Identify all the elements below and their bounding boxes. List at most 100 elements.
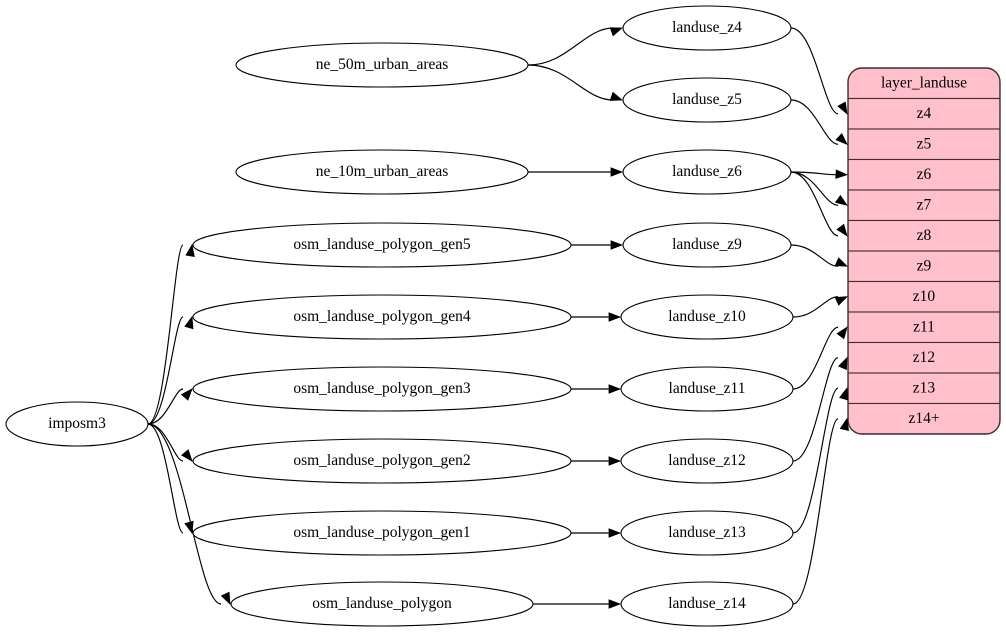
edge-imposm3-to-gen5 [147, 244, 184, 425]
edge-lz11-to-z11 [792, 326, 839, 390]
table-row-label-z9: z9 [917, 257, 932, 274]
node-label-gen5: osm_landuse_polygon_gen5 [293, 236, 471, 253]
edge-lz6-to-z6-arrowhead [835, 169, 849, 179]
node-shape-imposm3 [5, 401, 149, 447]
node-shape-gen3 [192, 366, 572, 412]
node-label-gen2: osm_landuse_polygon_gen2 [293, 452, 470, 469]
table-row-label-z6: z6 [917, 166, 932, 183]
node-label-ne10: ne_10m_urban_areas [316, 163, 449, 180]
edge-ne50-to-lz5-arrowhead [609, 91, 624, 101]
edge-lz12-to-z12 [792, 357, 839, 462]
node-shape-lz5 [622, 77, 792, 123]
node-shape-gen2 [192, 438, 572, 484]
edge-lz4-to-z4-arrowhead [837, 101, 848, 115]
edge-lz14-to-z14+-arrowhead [839, 417, 849, 431]
table-row-label-z7: z7 [917, 196, 932, 213]
node-label-imposm3: imposm3 [48, 415, 106, 432]
node-shape-lz10 [620, 294, 794, 340]
node-shape-lz6 [622, 149, 792, 195]
node-lz12[interactable]: landuse_z12 [620, 438, 794, 484]
edge-imposm3-to-gen2 [147, 423, 184, 462]
edge-imposm3-to-gen4 [147, 316, 184, 425]
node-imposm3[interactable]: imposm3 [5, 401, 149, 447]
edge-lz5-to-z5 [790, 99, 839, 145]
table-row-label-z11: z11 [913, 318, 935, 335]
edge-lz5-to-z5-arrowhead [835, 133, 848, 146]
node-shape-gen1 [192, 510, 572, 556]
edge-gen3-to-lz11-arrowhead [608, 384, 622, 394]
edge-gen5-to-lz9-arrowhead [610, 240, 624, 250]
table-row-z12[interactable] [848, 341, 1000, 374]
edge-ne50-to-lz5 [527, 64, 614, 101]
edge-gen1-to-lz13-arrowhead [608, 528, 622, 538]
edge-imposm3-to-gen2-arrowhead [181, 449, 193, 462]
edge-lz12-to-z12-arrowhead [838, 356, 848, 371]
edge-lz14-to-z14+ [792, 418, 839, 605]
node-lz11[interactable]: landuse_z11 [620, 366, 794, 412]
edges-layer [147, 27, 849, 609]
node-lz6[interactable]: landuse_z6 [622, 149, 792, 195]
node-label-ne50: ne_50m_urban_areas [316, 56, 449, 73]
table-row-z9[interactable] [848, 250, 1000, 283]
node-shape-ne10 [235, 149, 529, 195]
table-row-label-z4: z4 [917, 105, 932, 122]
node-label-lz11: landuse_z11 [669, 380, 746, 397]
edge-lz6-to-z7 [790, 171, 839, 206]
node-shape-ne50 [235, 42, 529, 88]
edge-imposm3-to-poly-arrowhead [220, 591, 231, 606]
node-poly[interactable]: osm_landuse_polygon [230, 581, 534, 627]
table-row-z4[interactable] [848, 97, 1000, 130]
node-shape-gen5 [192, 222, 572, 268]
edge-imposm3-to-poly [147, 423, 222, 605]
node-label-lz5: landuse_z5 [672, 91, 742, 108]
table-row-label-z14+: z14+ [908, 410, 939, 427]
node-label-poly: osm_landuse_polygon [312, 595, 452, 612]
node-ne50[interactable]: ne_50m_urban_areas [235, 42, 529, 88]
node-shape-gen4 [192, 294, 572, 340]
node-label-lz14: landuse_z14 [668, 595, 746, 612]
table-row-label-z8: z8 [917, 227, 932, 244]
edge-lz6-to-z8 [790, 171, 839, 237]
edge-imposm3-to-gen5-arrowhead [185, 243, 195, 258]
node-gen5[interactable]: osm_landuse_polygon_gen5 [192, 222, 572, 268]
table-outline [847, 67, 1001, 435]
edge-lz9-to-z9 [790, 244, 839, 267]
nodes-layer: imposm3 ne_50m_urban_areas ne_10m_urban_ar… [5, 5, 794, 627]
table-row-label-z12: z12 [913, 349, 935, 366]
node-lz4[interactable]: landuse_z4 [622, 5, 792, 51]
table-row-z5[interactable] [848, 128, 1000, 161]
node-label-gen3: osm_landuse_polygon_gen3 [293, 380, 471, 397]
node-label-lz10: landuse_z10 [668, 308, 746, 325]
edge-imposm3-to-gen4-arrowhead [184, 315, 194, 330]
edge-ne50-to-lz4-arrowhead [609, 27, 624, 37]
table-row-z13[interactable] [848, 372, 1000, 405]
node-label-gen4: osm_landuse_polygon_gen4 [293, 308, 471, 325]
node-label-lz4: landuse_z4 [672, 19, 742, 36]
node-shape-lz14 [620, 581, 794, 627]
node-lz5[interactable]: landuse_z5 [622, 77, 792, 123]
table-row-z7[interactable] [848, 189, 1000, 222]
node-lz13[interactable]: landuse_z13 [620, 510, 794, 556]
table-row-label-z10: z10 [913, 288, 936, 305]
node-ne10[interactable]: ne_10m_urban_areas [235, 149, 529, 195]
edge-ne10-to-lz6-arrowhead [610, 167, 624, 177]
edge-lz6-to-z8-arrowhead [836, 223, 848, 237]
node-gen4[interactable]: osm_landuse_polygon_gen4 [192, 294, 572, 340]
node-label-gen1: osm_landuse_polygon_gen1 [293, 524, 470, 541]
edge-ne50-to-lz4 [527, 27, 614, 66]
table-row-label-z13: z13 [913, 379, 936, 396]
node-gen3[interactable]: osm_landuse_polygon_gen3 [192, 366, 572, 412]
node-lz9[interactable]: landuse_z9 [622, 222, 792, 268]
node-lz10[interactable]: landuse_z10 [620, 294, 794, 340]
node-shape-lz4 [622, 5, 792, 51]
node-label-lz6: landuse_z6 [672, 163, 742, 180]
node-gen2[interactable]: osm_landuse_polygon_gen2 [192, 438, 572, 484]
node-gen1[interactable]: osm_landuse_polygon_gen1 [192, 510, 572, 556]
table-row-z14+[interactable] [848, 402, 1000, 435]
edge-imposm3-to-gen3-arrowhead [180, 388, 193, 401]
table-row-z6[interactable] [848, 158, 1000, 191]
node-label-lz12: landuse_z12 [668, 452, 745, 469]
node-lz14[interactable]: landuse_z14 [620, 581, 794, 627]
edge-lz11-to-z11-arrowhead [836, 326, 848, 340]
